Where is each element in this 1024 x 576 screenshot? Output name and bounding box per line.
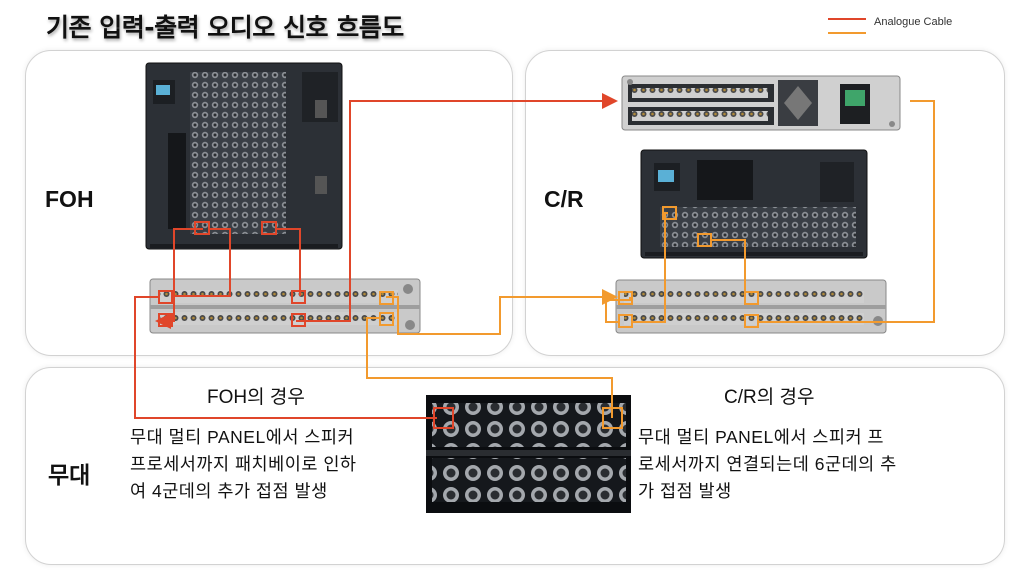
cr-case-description: 무대 멀티 PANEL에서 스피커 프 로세서까지 연결되는데 6군데의 추 가…	[638, 424, 998, 505]
red-connection-points	[158, 221, 454, 429]
cr-label: C/R	[544, 186, 584, 212]
foh-label: FOH	[45, 186, 94, 212]
orange-cables	[366, 100, 935, 418]
legend-red-label: Analogue Cable	[874, 16, 953, 28]
cr-patchbay	[615, 279, 887, 334]
speaker-processor	[621, 75, 901, 131]
foh-desc-line: 여 4군데의 추가 접점 발생	[130, 481, 328, 501]
cr-desc-line: 가 접점 발생	[638, 481, 732, 501]
legend-orange-line	[828, 32, 866, 34]
foh-case-description: 무대 멀티 PANEL에서 스피커 프로세서까지 패치베이로 인하 여 4군데의…	[130, 424, 426, 505]
foh-desc-line: 무대 멀티 PANEL에서 스피커	[130, 427, 355, 447]
foh-case-title: FOH의 경우	[207, 387, 305, 408]
cr-case-title: C/R의 경우	[724, 387, 815, 408]
page-title: 기존 입력-출력 오디오 신호 흐름도	[46, 13, 404, 42]
cr-desc-line: 로세서까지 연결되는데 6군데의 추	[638, 454, 897, 474]
stage-multi-panel	[426, 395, 631, 513]
cr-desc-line: 무대 멀티 PANEL에서 스피커 프	[638, 427, 885, 447]
legend: Analogue Cable	[828, 10, 1008, 46]
legend-red-line	[828, 18, 866, 20]
foh-io-rack	[145, 62, 343, 250]
foh-patchbay	[149, 278, 421, 334]
foh-desc-line: 프로세서까지 패치베이로 인하	[130, 454, 357, 474]
red-cables	[134, 93, 618, 419]
orange-connection-points	[379, 206, 759, 429]
cr-io-rack	[640, 149, 868, 259]
stage-label: 무대	[48, 462, 91, 488]
